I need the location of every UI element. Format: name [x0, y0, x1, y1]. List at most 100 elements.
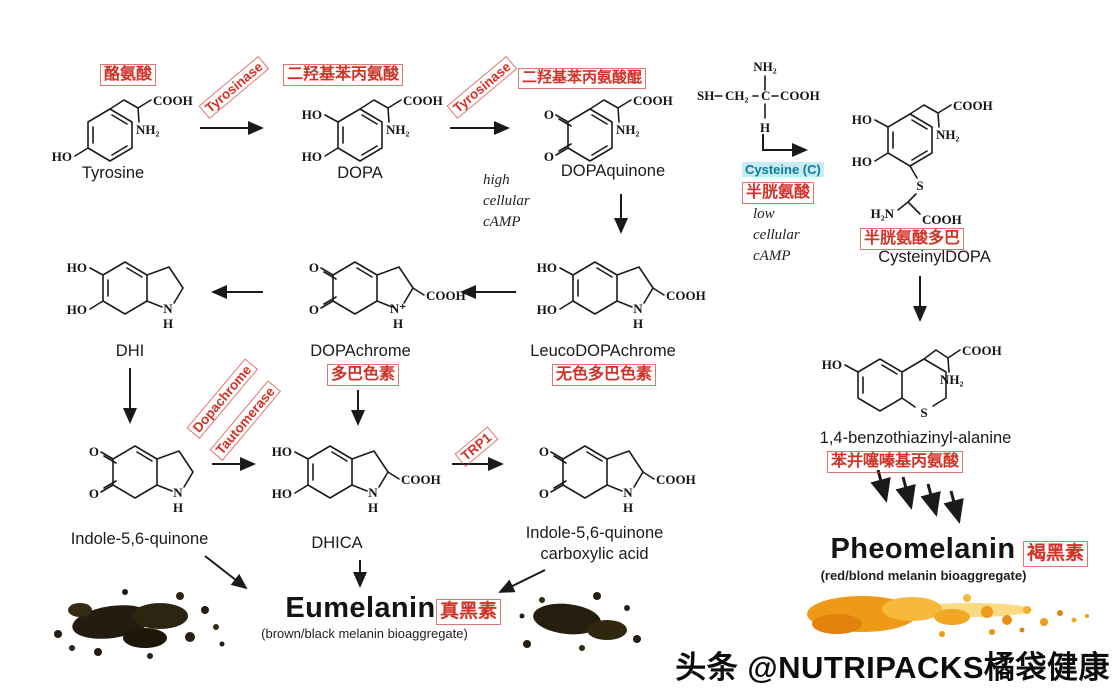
o-label: O: [309, 302, 319, 317]
s-label: S: [920, 405, 927, 420]
cooh-label: COOH: [666, 288, 706, 303]
n-label: N: [633, 301, 643, 316]
bonds: [89, 261, 184, 315]
o-label: O: [539, 444, 549, 459]
bonds: [714, 75, 779, 119]
bonds: [74, 99, 152, 162]
arrow-cysteine-to-cysteinyldopa: [762, 134, 808, 157]
ho-label: HO: [272, 444, 292, 459]
benzothiazinyl-structure: HO S COOH NH₂: [822, 343, 1002, 420]
h-label: H: [393, 316, 403, 331]
bonds: [100, 445, 194, 499]
ho-label: HO: [302, 107, 322, 122]
o-label: O: [89, 486, 99, 501]
cysteine-name: Cysteine (C): [742, 162, 824, 177]
cooh-label: COOH: [922, 212, 962, 227]
dhica-structure: HO HO N H COOH: [272, 444, 441, 515]
ho-label: HO: [822, 357, 842, 372]
dopa-name: DOPA: [337, 164, 383, 182]
bonds: [550, 445, 655, 499]
dopaquinone-structure: O O COOH NH₂: [544, 93, 673, 164]
nh2-label: NH₂: [936, 127, 960, 142]
c-label: C: [761, 88, 770, 103]
h-label: H: [760, 120, 770, 135]
arrow-indolequinone-ca-to-eumelanin: [498, 569, 546, 593]
leucodopachrome-structure: HO HO N H COOH: [537, 260, 706, 331]
arrow-benzothiazinyl-to-pheomelanin-3: [920, 483, 941, 517]
dopa-zh-label: 二羟基苯丙氨酸: [283, 64, 404, 86]
ho-label: HO: [537, 302, 557, 317]
watermark-text: 头条 @NUTRIPACKS橘袋健康: [675, 650, 1110, 685]
h-label: H: [368, 500, 378, 515]
eumelanin-subtitle: (brown/black melanin bioaggregate): [261, 626, 468, 641]
nh2-label: NH₂: [940, 372, 964, 387]
cooh-label: COOH: [656, 472, 696, 487]
bonds: [874, 104, 952, 215]
o-label: O: [544, 107, 554, 122]
bonds: [294, 445, 400, 499]
cooh-label: COOH: [153, 93, 193, 108]
dopaquinone-zh-label: 二羟基苯丙氨酸醌: [518, 68, 647, 89]
cooh-label: COOH: [633, 93, 673, 108]
ho-label: HO: [852, 154, 872, 169]
dopachrome-name: DOPAchrome: [310, 342, 411, 360]
indolequinone-ca-structure: O O N H COOH: [539, 444, 696, 515]
cysteine-structure: SH CH₂ C COOH NH₂ H: [697, 59, 820, 135]
cysteinyldopa-structure: HO HO COOH NH₂ S H₂N COOH: [852, 98, 993, 227]
nh2-label: NH₂: [136, 122, 160, 137]
leucodopachrome-name: LeucoDOPAchrome: [530, 342, 676, 360]
tyrosine-structure: HO COOH NH₂: [52, 93, 193, 164]
tyrosine-name: Tyrosine: [81, 164, 145, 182]
n-label: N: [163, 301, 173, 316]
reaction-arrows: [123, 121, 927, 593]
h2n-label: H₂N: [871, 206, 895, 221]
cooh-label: COOH: [401, 472, 441, 487]
o-label: O: [539, 486, 549, 501]
eumelanin-zh-label: 真黑素: [436, 599, 502, 625]
tyrosine-zh-label: 酪氨酸: [100, 64, 157, 86]
h-label: H: [633, 316, 643, 331]
indolequinone-ca-name-line1: Indole-5,6-quinone: [525, 524, 664, 542]
nh2-label: NH₂: [616, 122, 640, 137]
cooh-label: COOH: [953, 98, 993, 113]
h-label: H: [173, 500, 183, 515]
ho-label: HO: [67, 260, 87, 275]
eumelanin-ink-splatter-left: [54, 589, 225, 659]
arrow-benzothiazinyl-to-pheomelanin-1: [870, 469, 891, 503]
bonds: [324, 99, 402, 162]
o-label: O: [544, 149, 554, 164]
benzothiazinyl-zh-label: 苯并噻嗪基丙氨酸: [827, 451, 964, 473]
cysteinyldopa-zh-label: 半胱氨酸多巴: [860, 228, 965, 250]
pheomelanin-ink-splatter: [807, 594, 1089, 637]
nh2-label: NH₂: [386, 122, 410, 137]
benzothiazinyl-name: 1,4-benzothiazinyl-alanine: [819, 429, 1012, 447]
arrow-benzothiazinyl-to-pheomelanin-4: [943, 490, 964, 524]
ho-label: HO: [537, 260, 557, 275]
n-label: N: [368, 485, 378, 500]
h-label: H: [623, 500, 633, 515]
bonds: [555, 99, 632, 162]
high-camp-condition: high cellular cAMP: [483, 172, 530, 230]
n-label: N: [623, 485, 633, 500]
cooh-label: COOH: [426, 288, 466, 303]
h-label: H: [163, 316, 173, 331]
o-label: O: [89, 444, 99, 459]
pheomelanin-zh-label: 褐黑素: [1023, 541, 1089, 567]
cooh-label: COOH: [780, 88, 820, 103]
o-label: O: [309, 260, 319, 275]
dopachrome-zh-label: 多巴色素: [327, 364, 400, 386]
splatter-blobs: [54, 589, 225, 659]
dhica-name: DHICA: [311, 534, 363, 552]
splatter-blobs: [519, 592, 641, 651]
nh2-label: NH₂: [753, 59, 777, 74]
arrow-benzothiazinyl-to-pheomelanin-2: [895, 476, 916, 510]
bonds: [320, 261, 425, 315]
dhi-structure: HO HO N H: [67, 260, 184, 331]
bonds: [559, 261, 665, 315]
pheomelanin-name: Pheomelanin: [830, 533, 1016, 565]
indolequinone-structure: O O N H: [89, 444, 194, 515]
dopaquinone-name: DOPAquinone: [560, 162, 666, 180]
ho-label: HO: [67, 302, 87, 317]
